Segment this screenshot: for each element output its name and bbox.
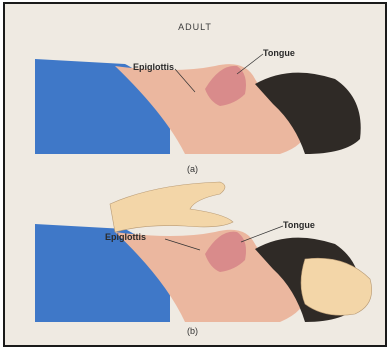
hand-chin	[301, 258, 372, 315]
hand-top	[110, 182, 233, 232]
caption-b: (b)	[187, 326, 198, 336]
epiglottis-label-b: Epiglottis	[105, 232, 146, 242]
panel-b-illustration	[5, 4, 385, 345]
diagram-frame: ADULT Epiglottis Tongue (a) Epiglottis	[3, 2, 387, 347]
tongue-label-b: Tongue	[283, 220, 315, 230]
